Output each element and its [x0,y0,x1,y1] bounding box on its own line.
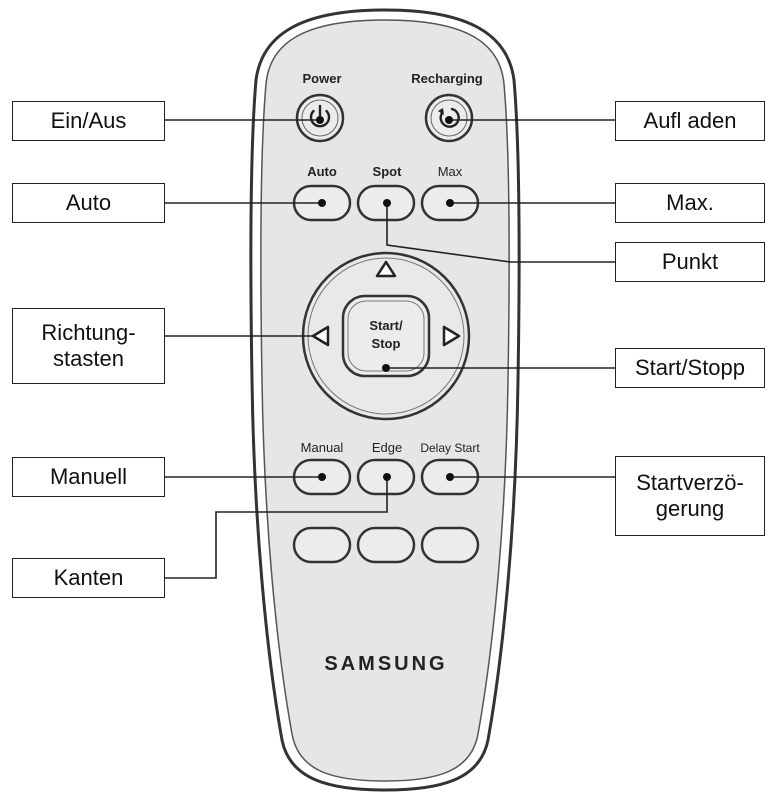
delay-start-label: Delay Start [420,441,480,455]
callout-punkt: Punkt [615,242,765,282]
callout-punkt-text: Punkt [661,248,719,274]
callout-startverzoegerung: Startverzö- gerung [615,456,765,536]
edge-label: Edge [372,440,402,455]
callout-ein-aus: Ein/Aus [12,101,165,141]
callout-kanten: Kanten [12,558,165,598]
callout-ein-aus-text: Ein/Aus [50,107,127,133]
samsung-logo: SAMSUNG [324,653,447,675]
callout-manuell: Manuell [12,457,165,497]
callout-richtungstasten-line2: stasten [53,346,124,371]
start-stop-label-line2: Stop [372,336,401,351]
callout-richtungstasten-line1: Richtung- [41,319,136,345]
callout-aufladen-text: Aufl aden [643,107,737,133]
callout-max: Max. [615,183,765,223]
unlabeled-button-middle[interactable] [356,526,416,564]
callout-auto: Auto [12,183,165,223]
manual-label: Manual [301,440,344,455]
leader-dots [316,116,454,481]
callout-manuell-text: Manuell [49,463,128,489]
spot-label: Spot [373,164,403,179]
right-arrow-icon[interactable] [442,325,461,347]
left-arrow-icon[interactable] [311,325,330,347]
callout-auto-text: Auto [65,189,112,215]
callout-startverzoegerung-line1: Startverzö- [636,469,744,495]
max-label: Max [438,164,463,179]
recharge-icon [438,107,460,128]
callout-start-stopp-text: Start/Stopp [634,354,746,380]
callout-kanten-text: Kanten [53,564,124,590]
recharging-label: Recharging [411,71,483,86]
leader-lines [165,119,615,579]
power-label: Power [302,71,341,86]
unlabeled-button-left[interactable] [292,526,352,564]
start-stop-button[interactable] [341,294,431,378]
callout-startverzoegerung-line2: gerung [655,496,725,521]
callout-max-text: Max. [666,189,714,215]
callout-richtungstasten: Richtung- stasten [12,308,165,384]
auto-label: Auto [307,164,337,179]
unlabeled-button-right[interactable] [420,526,480,564]
callout-aufladen: Aufl aden [615,101,765,141]
start-stop-label-line1: Start/ [369,318,403,333]
callout-start-stopp: Start/Stopp [615,348,765,388]
up-arrow-icon[interactable] [375,260,397,278]
